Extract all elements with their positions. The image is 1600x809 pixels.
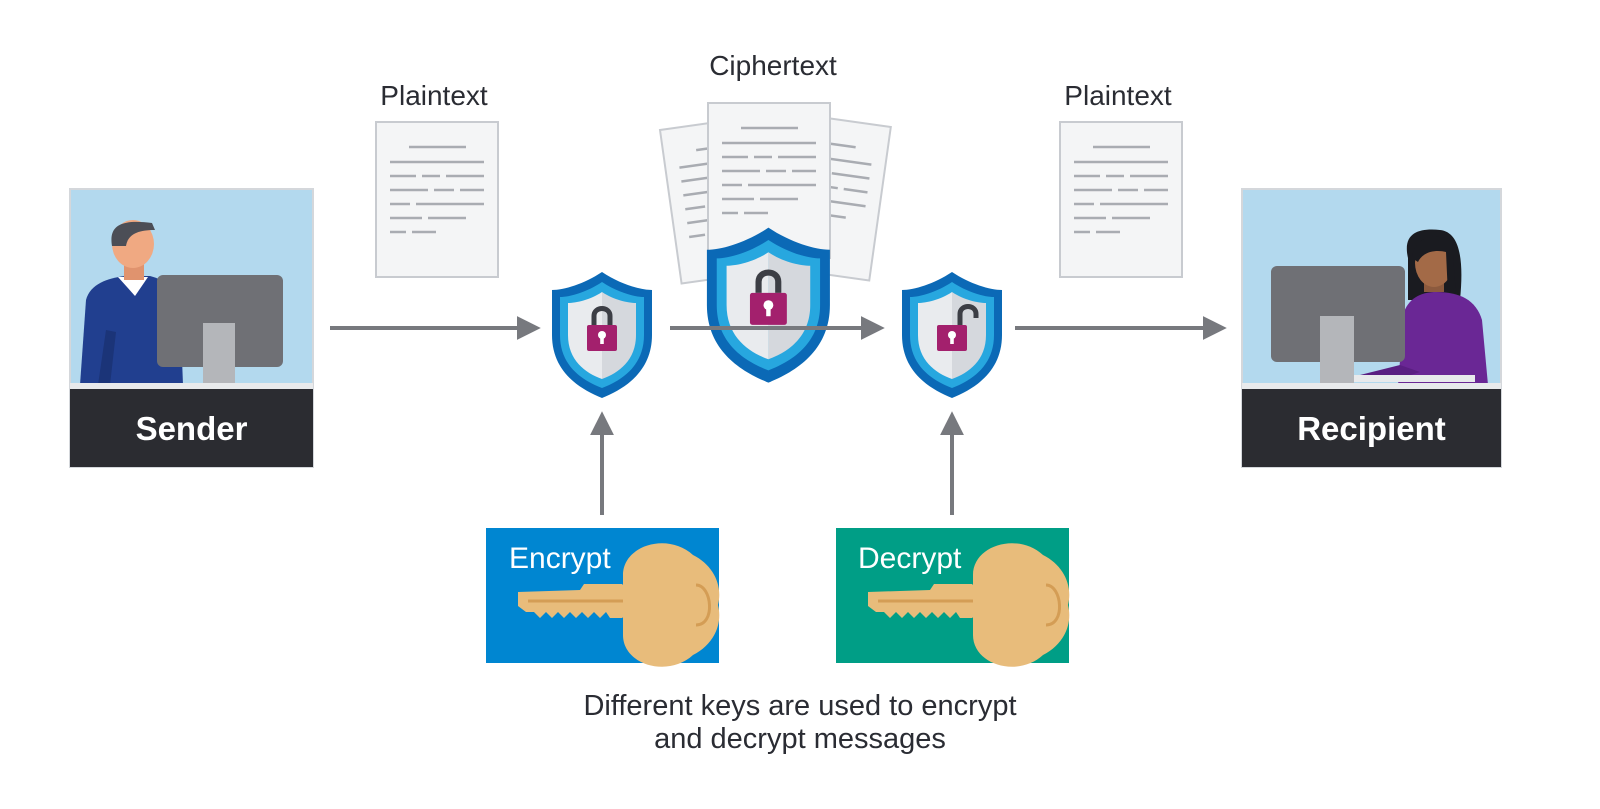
plaintext-document-icon <box>1058 120 1184 279</box>
recipient-person <box>1350 229 1488 385</box>
decrypt-label: Decrypt <box>858 542 962 575</box>
caption-line-2: and decrypt messages <box>654 723 946 755</box>
ciphertext-label: Ciphertext <box>709 50 837 81</box>
diagram-caption: Different keys are used to encrypt and d… <box>500 690 1100 756</box>
encrypt-shield-icon <box>552 272 652 398</box>
plaintext-right-label: Plaintext <box>1064 80 1172 111</box>
ciphertext-shield-icon <box>707 228 830 383</box>
sender-label: Sender <box>135 410 248 447</box>
ciphertext-document-stack <box>658 101 893 383</box>
decrypt-shield-icon <box>902 272 1002 398</box>
encrypt-key-box <box>486 528 721 669</box>
recipient-panel <box>1241 188 1502 468</box>
plaintext-document-icon <box>374 120 500 279</box>
recipient-label: Recipient <box>1297 410 1446 447</box>
flow-arrows <box>330 316 1227 515</box>
decrypt-key-box <box>836 528 1071 669</box>
plaintext-left-label: Plaintext <box>380 80 488 111</box>
encrypt-label: Encrypt <box>509 542 611 575</box>
sender-panel <box>69 188 314 468</box>
sender-monitor <box>157 275 283 385</box>
caption-line-1: Different keys are used to encrypt <box>583 690 1017 722</box>
recipient-monitor <box>1271 266 1405 384</box>
